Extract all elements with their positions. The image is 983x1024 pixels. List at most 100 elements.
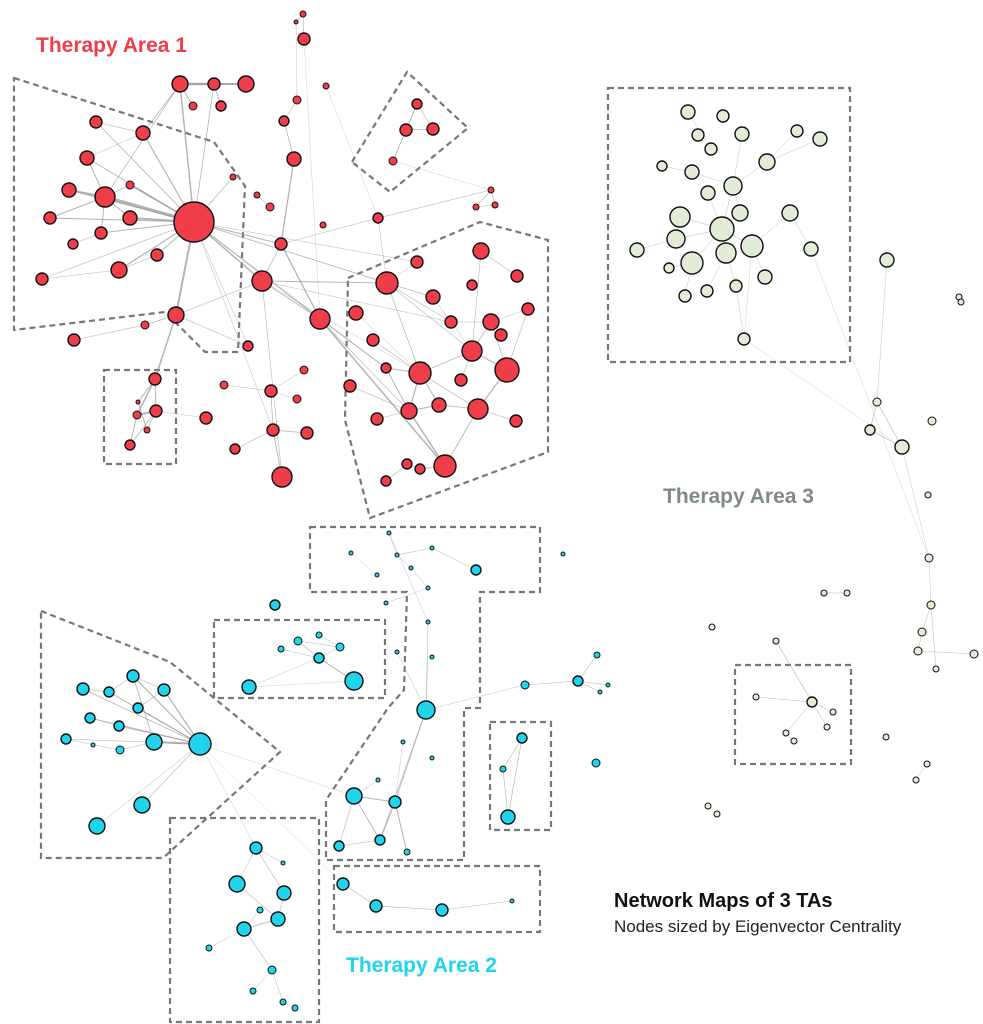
- network-edge: [252, 969, 273, 992]
- therapy-area-1-node: [207, 77, 221, 91]
- therapy-area-1-node: [266, 423, 280, 437]
- therapy-area-2-node: [344, 671, 364, 691]
- therapy-area-1-node: [461, 340, 483, 362]
- cluster-outline: [102, 368, 178, 466]
- therapy-area-1-node: [401, 458, 413, 470]
- therapy-area-1-node: [135, 125, 151, 141]
- therapy-area-2-node: [520, 680, 530, 690]
- therapy-area-2-node: [383, 600, 389, 606]
- therapy-area-3-node: [680, 104, 696, 120]
- network-edge: [396, 547, 433, 556]
- therapy-area-1-node: [380, 475, 392, 487]
- cluster-outline: [343, 220, 550, 520]
- network-edge: [930, 604, 937, 670]
- therapy-area-1-node: [274, 237, 288, 251]
- therapy-area-1-node: [271, 466, 293, 488]
- therapy-area-3-node: [829, 708, 837, 716]
- therapy-area-1-node: [388, 156, 398, 166]
- network-edge: [89, 717, 201, 745]
- therapy-area-2-node: [408, 565, 414, 571]
- therapy-area-1-label: Therapy Area 1: [36, 34, 187, 57]
- network-edge: [502, 737, 523, 770]
- therapy-area-1-node: [300, 426, 314, 440]
- network-edge: [193, 83, 215, 223]
- therapy-area-2-node: [336, 877, 350, 891]
- therapy-area-3-node: [666, 229, 686, 249]
- therapy-area-1-node: [229, 443, 241, 455]
- therapy-area-2-node: [84, 712, 96, 724]
- network-edge: [350, 552, 378, 576]
- therapy-area-1-node: [454, 373, 468, 387]
- therapy-area-3-node: [629, 242, 645, 258]
- therapy-area-1-node: [124, 439, 136, 451]
- network-edge: [524, 680, 579, 686]
- therapy-area-1-node: [219, 380, 229, 390]
- therapy-area-2-node: [435, 903, 449, 917]
- network-edge: [507, 737, 523, 818]
- therapy-area-2-node: [228, 875, 246, 893]
- therapy-area-3-node: [913, 646, 923, 656]
- therapy-area-2-node: [335, 642, 345, 652]
- therapy-area-1-node: [372, 212, 384, 224]
- therapy-area-3-node: [772, 637, 780, 645]
- therapy-area-1-node: [229, 173, 237, 181]
- therapy-area-1-node: [67, 238, 79, 250]
- therapy-area-2-node: [249, 987, 257, 995]
- therapy-area-3-label: Therapy Area 3: [663, 485, 814, 508]
- network-edge: [735, 285, 745, 340]
- therapy-area-1-node: [299, 365, 309, 375]
- therapy-area-2-node: [429, 755, 435, 761]
- therapy-area-1-node: [149, 404, 163, 418]
- therapy-area-1-node: [278, 115, 290, 127]
- network-edge: [355, 312, 421, 374]
- therapy-area-2-node: [374, 572, 380, 578]
- network-edge: [396, 554, 412, 569]
- network-edge: [243, 928, 273, 971]
- therapy-area-2-node: [499, 765, 507, 773]
- network-edge: [755, 696, 813, 703]
- network-edge: [175, 280, 263, 316]
- therapy-area-2-node: [267, 965, 277, 975]
- network-edge: [441, 900, 513, 911]
- cluster-outline: [488, 720, 553, 832]
- network-edge: [129, 410, 157, 446]
- network-edge: [319, 318, 410, 412]
- therapy-area-2-node: [597, 689, 603, 695]
- therapy-area-3-node: [924, 491, 932, 499]
- therapy-area-3-node: [737, 332, 751, 346]
- network-edge: [96, 743, 201, 827]
- therapy-area-3-node: [823, 723, 831, 731]
- therapy-area-1-node: [215, 100, 227, 112]
- therapy-area-1-node: [433, 454, 457, 478]
- network-edge: [386, 282, 473, 352]
- therapy-area-3-node: [740, 234, 764, 258]
- therapy-area-3-node: [680, 251, 704, 275]
- therapy-area-2-node: [76, 682, 90, 696]
- therapy-area-3-node: [757, 269, 773, 285]
- therapy-area-3-node: [656, 160, 668, 172]
- network-edge: [136, 378, 156, 416]
- therapy-area-3-node: [872, 397, 882, 407]
- network-edge: [137, 707, 201, 745]
- network-edge: [261, 280, 321, 320]
- therapy-area-1-node: [494, 328, 508, 342]
- therapy-area-1-node: [237, 75, 255, 93]
- network-edge: [193, 221, 387, 369]
- therapy-area-1-node: [242, 340, 254, 352]
- therapy-area-1-node: [309, 308, 331, 330]
- therapy-area-2-node: [269, 599, 281, 611]
- therapy-area-2-node: [374, 834, 386, 846]
- network-edge: [234, 429, 274, 450]
- therapy-area-3-node: [678, 289, 692, 303]
- network-edge: [319, 318, 387, 369]
- therapy-area-1-node: [265, 202, 275, 212]
- therapy-area-1-node: [140, 320, 150, 330]
- therapy-area-3-node: [704, 142, 718, 156]
- therapy-area-3-node: [879, 252, 895, 268]
- therapy-area-2-node: [403, 848, 411, 856]
- therapy-area-1-node: [482, 313, 500, 331]
- network-edge: [502, 768, 509, 818]
- network-edge: [193, 221, 388, 284]
- therapy-area-2-node: [90, 742, 96, 748]
- network-edge: [917, 650, 975, 655]
